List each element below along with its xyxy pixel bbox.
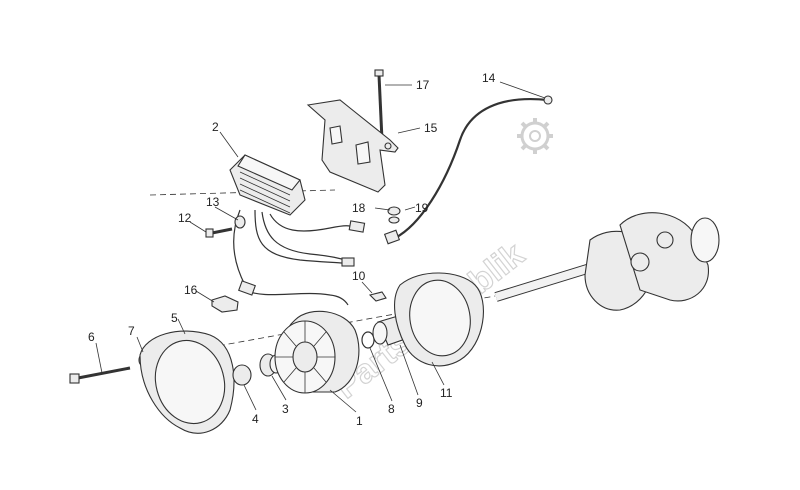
callout-8: 8: [388, 402, 395, 416]
callout-6: 6: [88, 330, 95, 344]
long-screw: [69, 366, 131, 384]
mounting-bracket: [306, 99, 399, 193]
rubber-block: [211, 295, 239, 313]
callout-13: 13: [206, 195, 220, 209]
callout-15: 15: [424, 121, 438, 135]
callout-5: 5: [171, 311, 178, 325]
voltage-regulator: [229, 154, 306, 216]
callout-14: 14: [482, 71, 496, 85]
gear-icon: [517, 118, 553, 154]
long-bolt: [374, 69, 384, 141]
leader-lines: [95, 81, 546, 413]
callout-12: 12: [178, 211, 192, 225]
callout-18: 18: [352, 201, 366, 215]
callout-4: 4: [252, 412, 259, 426]
wiring-harness: [233, 209, 366, 306]
callouts: 2 13 12 17 15 14 18 19 10 16 5 7 6 4 3 1…: [88, 71, 496, 428]
rear-housing: [394, 272, 484, 367]
shaft-key: [368, 291, 387, 302]
ground-cable: [383, 95, 553, 245]
front-cover: [139, 330, 235, 434]
crankshaft: [494, 212, 720, 311]
regulator-bolt: [205, 215, 246, 238]
callout-9: 9: [416, 396, 423, 410]
callout-3: 3: [282, 402, 289, 416]
callout-16: 16: [184, 283, 198, 297]
callout-10: 10: [352, 269, 366, 283]
callout-19: 19: [415, 201, 429, 215]
callout-7: 7: [128, 324, 135, 338]
nut: [388, 216, 400, 224]
callout-2: 2: [212, 120, 219, 134]
callout-11: 11: [440, 386, 453, 400]
stator: [274, 310, 360, 394]
spacer: [232, 364, 252, 386]
callout-17: 17: [416, 78, 430, 92]
washer: [387, 206, 401, 216]
callout-1: 1: [356, 414, 363, 428]
